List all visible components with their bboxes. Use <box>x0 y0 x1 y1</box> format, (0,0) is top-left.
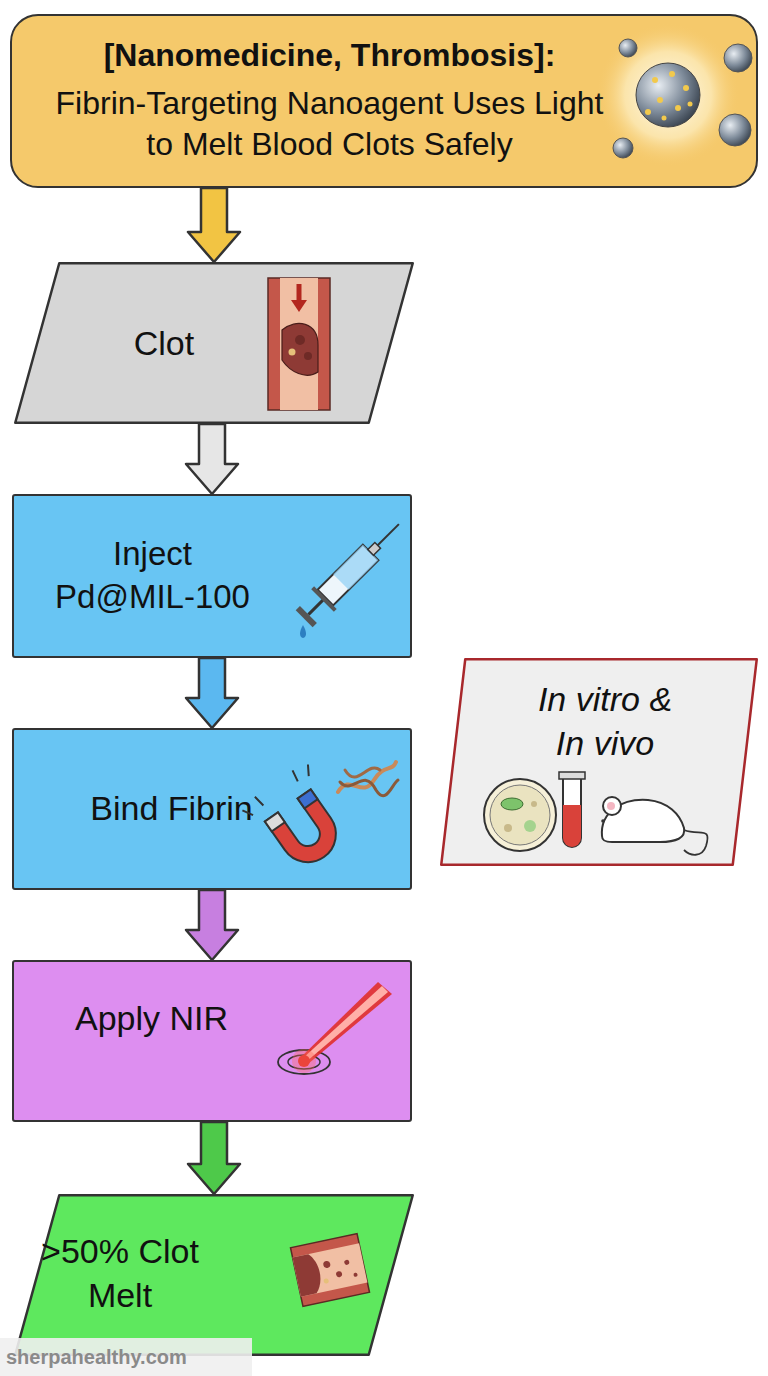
flow-arrow <box>186 890 238 960</box>
text-area: In vitro & In vivo <box>530 666 680 776</box>
text-area: >50% Clot Melt <box>35 1194 205 1352</box>
process-box: Inject Pd@MIL-100 <box>12 494 412 658</box>
text-area: Clot <box>74 262 254 424</box>
input-box: Clot <box>14 262 414 424</box>
node-text: Clot <box>134 321 194 365</box>
flow-arrow <box>188 188 240 262</box>
node-text: >50% Clot Melt <box>35 1229 205 1317</box>
title-box: [Nanomedicine, Thrombosis]: Fibrin-Target… <box>10 14 758 188</box>
parallelogram-outline <box>15 1195 413 1355</box>
note-box: In vitro & In vivo <box>440 658 758 866</box>
flow-arrow <box>188 1122 240 1194</box>
watermark: sherpahealthy.com <box>0 1338 252 1376</box>
parallelogram-shape <box>14 262 414 424</box>
node-text: Bind Fibrin <box>90 786 253 830</box>
node-text: Apply NIR <box>75 996 228 1040</box>
node-heading: [Nanomedicine, Thrombosis]: <box>104 35 556 77</box>
process-box: Apply NIR <box>12 960 412 1122</box>
node-text: In vitro & In vivo <box>530 677 680 765</box>
parallelogram-shape <box>14 1194 414 1356</box>
text-area: Bind Fibrin <box>52 728 292 890</box>
output-box: >50% Clot Melt <box>14 1194 414 1356</box>
node-text: Fibrin-Targeting Nanoagent Uses Light to… <box>40 83 620 166</box>
parallelogram-outline <box>15 263 413 423</box>
text-area: [Nanomedicine, Thrombosis]: Fibrin-Target… <box>40 14 620 188</box>
node-text: Inject Pd@MIL-100 <box>48 533 258 619</box>
flow-arrow <box>186 658 238 728</box>
flow-arrow <box>186 424 238 494</box>
parallelogram-outline <box>441 659 757 865</box>
text-area: Inject Pd@MIL-100 <box>48 494 258 658</box>
text-area: Apply NIR <box>32 960 272 1078</box>
process-box: Bind Fibrin <box>12 728 412 890</box>
